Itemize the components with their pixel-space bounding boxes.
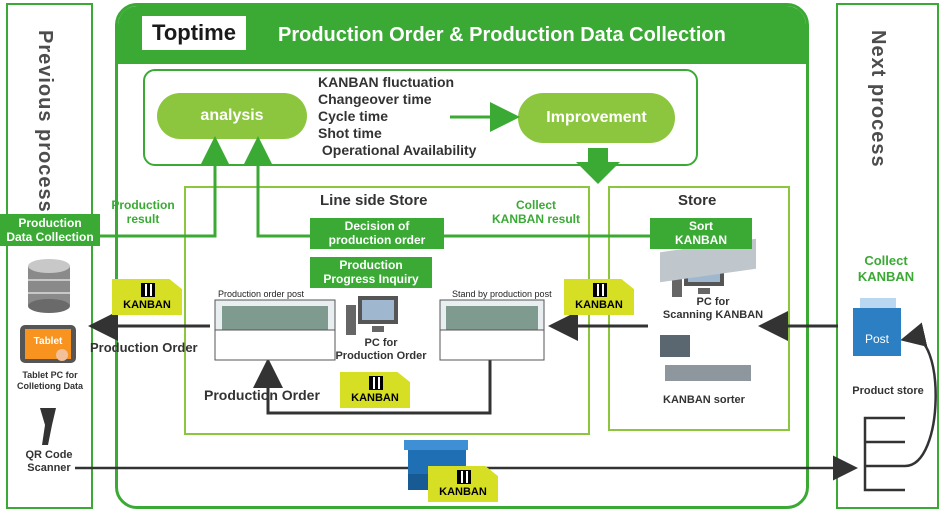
toptime-logo: Toptime [142, 16, 246, 50]
analysis-item: KANBAN fluctuation [318, 74, 455, 90]
pc-production-order-icon [346, 296, 398, 335]
standby-post-label: Stand by production post [452, 289, 552, 299]
production-result-label: Production result [111, 198, 175, 226]
production-progress-tag: Production Progress Inquiry [310, 257, 432, 288]
analysis-item: Cycle time [318, 108, 389, 124]
pc-production-order-caption: PC for Production Order [335, 337, 427, 362]
production-order-bottom-label: Production Order [204, 387, 320, 403]
kanban-card: KANBAN [564, 279, 634, 315]
product-store-rack [863, 416, 905, 492]
tablet-caption: Tablet PC for Colletiong Data [16, 370, 83, 391]
analysis-item: Operational Availability [318, 142, 477, 158]
analysis-pill: analysis [157, 93, 307, 139]
product-store-curve-arrow [900, 322, 937, 468]
main-title: Production Order & Production Data Colle… [278, 24, 726, 46]
main-header: Toptime Production Order & Production Da… [118, 6, 806, 64]
kanban-card-label: KANBAN [123, 299, 171, 311]
tablet-screen-label: Tablet [33, 336, 63, 347]
previous-process-title: Previous process [34, 30, 56, 213]
next-process-panel [836, 3, 939, 509]
kanban-sorter-caption: KANBAN sorter [663, 394, 745, 406]
post-label: Post [864, 332, 889, 346]
kanban-card: KANBAN [112, 279, 182, 315]
scanner-icon [40, 408, 56, 445]
qr-scanner-caption: QR Code Scanner [25, 449, 73, 474]
production-order-left-label: Production Order [90, 340, 198, 355]
qr-code-icon [457, 470, 471, 484]
qr-code-icon [141, 283, 155, 297]
qr-code-icon [593, 283, 607, 297]
collect-kanban-result-label: Collect KANBAN result [491, 198, 580, 226]
production-order-post-rack [214, 299, 336, 361]
post-box-icon [853, 298, 901, 356]
product-store-label: Product store [852, 385, 924, 397]
kanban-sorter-icon [660, 238, 756, 381]
next-process-title: Next process [867, 30, 889, 168]
store-title: Store [678, 192, 717, 209]
production-result-arrow [95, 136, 230, 238]
kanban-card-label: KANBAN [351, 392, 399, 404]
analysis-item: Changeover time [318, 91, 432, 107]
improvement-down-arrow [576, 148, 620, 184]
collect-result-arrow [243, 136, 655, 238]
analysis-items: KANBAN fluctuation Changeover time Cycle… [318, 74, 476, 159]
kanban-card: KANBAN [340, 372, 410, 408]
qr-code-icon [369, 376, 383, 390]
improvement-pill: Improvement [518, 93, 675, 143]
database-icon [28, 259, 70, 313]
collect-kanban-label: Collect KANBAN [857, 253, 915, 284]
pc-scanning-caption: PC for Scanning KANBAN [662, 296, 764, 321]
main-frame: Toptime Production Order & Production Da… [115, 3, 809, 509]
analysis-item: Shot time [318, 125, 382, 141]
line-side-store-title: Line side Store [320, 192, 428, 209]
kanban-card: KANBAN [428, 466, 498, 502]
kanban-card-label: KANBAN [439, 486, 487, 498]
sort-kanban-tag: Sort KANBAN [650, 218, 752, 249]
production-data-collection-tag: Production Data Collection [0, 214, 100, 246]
standby-loop-arrow [253, 358, 492, 415]
tablet-icon [20, 325, 76, 363]
standby-production-post-rack [439, 299, 545, 361]
production-order-post-label: Production order post [218, 289, 305, 299]
kanban-card-label: KANBAN [575, 299, 623, 311]
decision-production-order-tag: Decision of production order [310, 218, 444, 249]
